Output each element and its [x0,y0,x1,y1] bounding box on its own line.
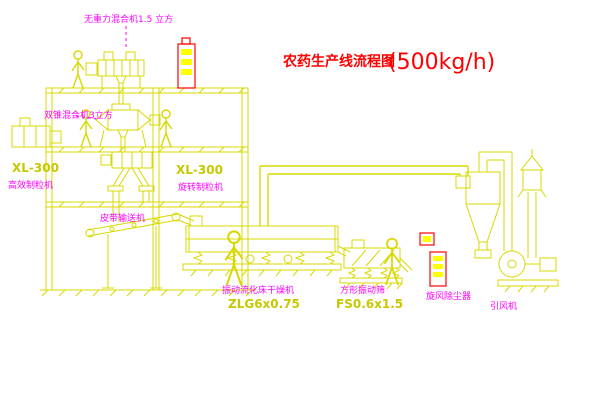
label-belt-conveyor: 皮带输送机 [100,212,145,224]
label-cyclone: 旋风除尘器 [426,290,471,302]
label-screen-name: 方形振动筛 [340,284,385,296]
diagram-capacity: (500kg/h) [388,50,495,75]
ground-line [40,289,256,297]
exhaust-stack [517,149,547,258]
belt-conveyor [85,212,195,289]
label-center-granulator-model: XL-300 [176,163,223,177]
label-left-granulator-model: XL-300 [12,161,59,175]
label-top-mixer: 无重力混合机1.5 立方 [84,13,173,25]
double-cone-mixer [95,103,161,152]
fluid-bed-dryer [182,215,351,277]
rotary-granulator-center [100,151,155,222]
granulator-left [11,117,62,148]
label-screen-model: FS0.6x1.5 [336,297,403,311]
label-dryer-name: 振动流化床干燥机 [222,284,294,296]
induced-draft-fan [497,250,559,293]
label-double-cone-mixer: 双锥混合机3立方 [44,109,113,121]
diagram-title: 农药生产线流程图 [282,53,395,70]
control-cabinet-1 [177,37,196,89]
control-cabinet-3 [429,251,447,287]
label-left-granulator-name: 高效制粒机 [8,179,53,191]
exhaust-duct [259,165,469,226]
cyclone-separator [455,151,513,259]
person-floor2-right [159,109,173,148]
gravity-free-mixer [85,51,145,104]
label-center-granulator-name: 旋转制粒机 [178,181,223,193]
label-dryer-model: ZLG6x0.75 [228,297,300,311]
vibrating-screen [339,239,413,290]
label-fan: 引风机 [490,300,517,312]
control-cabinet-2 [419,232,435,246]
person-roof [71,50,85,89]
